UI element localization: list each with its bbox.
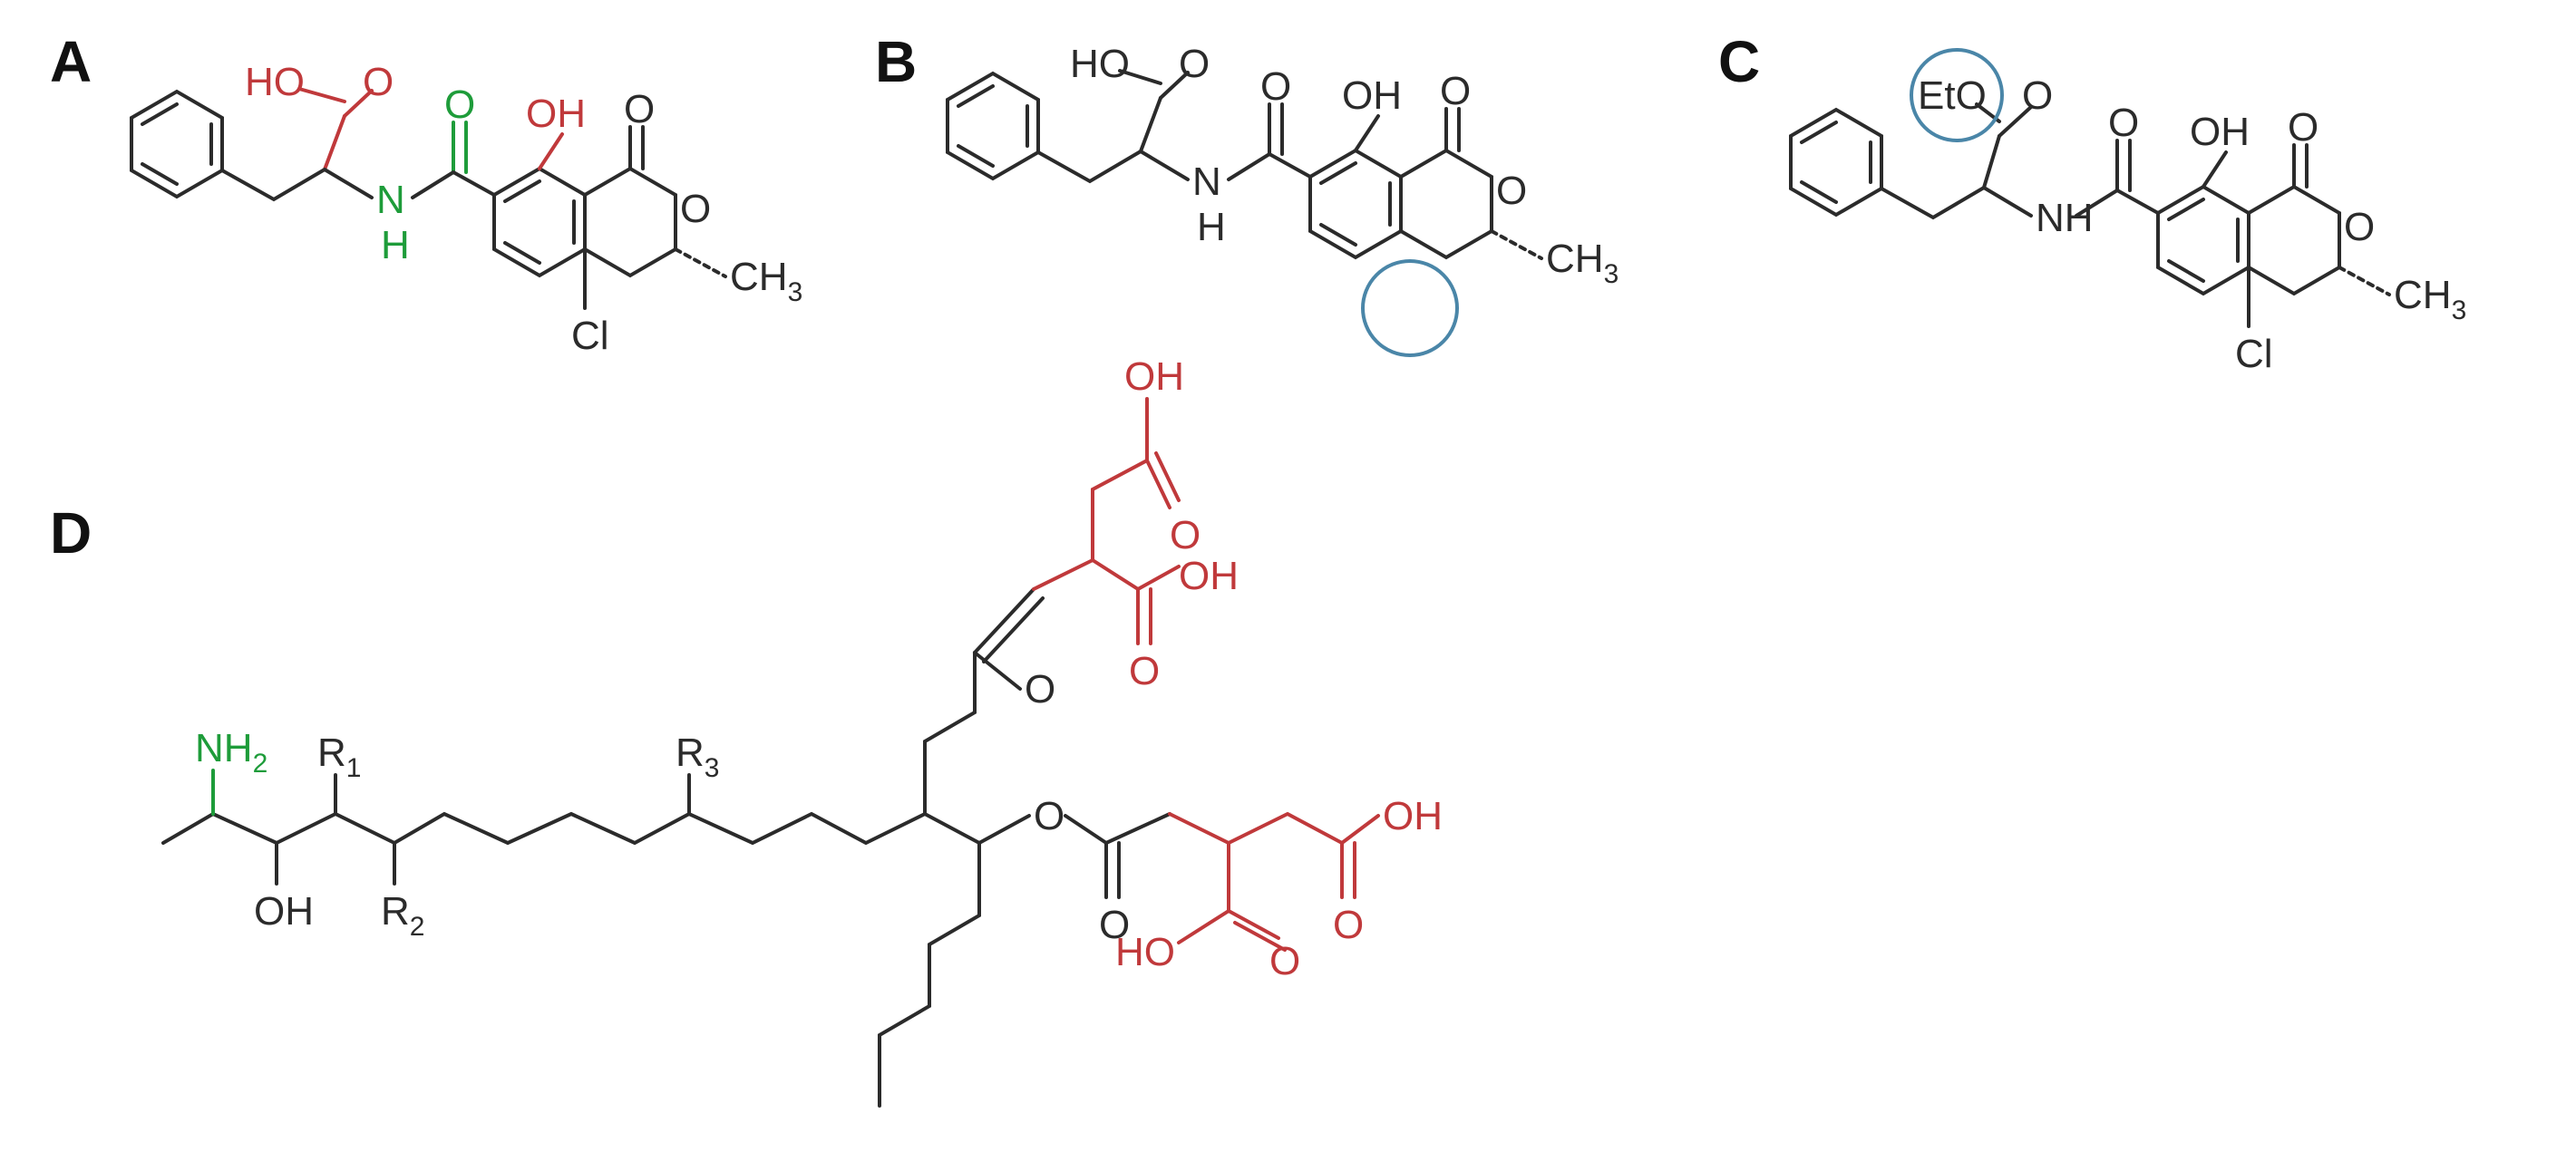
label-oh-right: OH <box>1383 794 1443 838</box>
label-o-acid: O <box>1179 42 1210 86</box>
acid-groups-d <box>1032 397 1380 952</box>
label-o-amide: O <box>2108 101 2139 145</box>
label-eto: EtO <box>1918 73 1987 118</box>
label-o-ester-link: O <box>1034 794 1064 838</box>
label-o-lactone: O <box>624 87 655 131</box>
aromatic-core-b <box>1308 148 1403 260</box>
aromatic-core-c <box>2156 184 2250 296</box>
panel-label-d: D <box>50 500 92 566</box>
label-o-ester: O <box>2022 73 2053 118</box>
atom-labels-a: HO O O OH O O N H CH3 Cl <box>245 60 802 358</box>
label-ho: HO <box>1070 42 1130 86</box>
label-nh-n: N <box>376 178 405 222</box>
label-o-lactone: O <box>2288 105 2318 150</box>
label-nh-h: H <box>1197 205 1226 249</box>
label-o-acid: O <box>363 60 394 104</box>
label-cl: Cl <box>2235 332 2273 376</box>
label-r1: R1 <box>317 731 361 783</box>
aromatic-core-a <box>492 166 587 278</box>
label-o-mid: O <box>1129 649 1160 693</box>
structure-a <box>130 87 727 310</box>
label-oh: OH <box>254 889 314 934</box>
label-ch3: CH3 <box>1546 237 1619 289</box>
label-r3: R3 <box>676 731 719 783</box>
label-cl: Cl <box>571 314 609 358</box>
label-o-lactone: O <box>1440 69 1471 113</box>
label-ho: HO <box>245 60 305 104</box>
label-nh: NH <box>2036 196 2094 240</box>
label-o-ring: O <box>2344 205 2375 249</box>
label-r2: R2 <box>381 889 424 942</box>
label-nh2: NH2 <box>195 726 267 779</box>
label-oh: OH <box>526 92 586 136</box>
label-o-ring: O <box>680 187 711 231</box>
label-oh-mid: OH <box>1179 554 1239 598</box>
phenyl-ring-b <box>946 71 1040 181</box>
label-ho-bottom: HO <box>1115 930 1175 974</box>
benzyl-chain-a <box>220 168 326 202</box>
label-o-amide: O <box>1260 64 1291 109</box>
label-ch3: CH3 <box>730 255 802 307</box>
label-o-amide: O <box>444 82 475 127</box>
label-nh-n: N <box>1192 160 1221 204</box>
panel-label-b: B <box>875 29 917 94</box>
lactone-ring-a <box>583 166 677 278</box>
phenyl-ring-a <box>130 89 224 199</box>
label-o-ring: O <box>1496 169 1527 213</box>
label-oh-top: OH <box>1124 354 1184 399</box>
panel-label-a: A <box>50 29 92 94</box>
label-oh: OH <box>2190 110 2250 154</box>
highlight-ethyl-ester-c <box>1910 48 2004 142</box>
label-o-ester-carbonyl: O <box>1099 903 1130 947</box>
label-o-top: O <box>1170 513 1201 557</box>
label-nh-h: H <box>381 223 410 267</box>
label-o-right: O <box>1333 903 1364 947</box>
main-backbone-d <box>161 811 981 846</box>
atom-labels-d: NH2 R1 R2 R3 OH O O O OH O OH O OH O HO … <box>195 354 1443 983</box>
phenyl-ring-c <box>1789 107 1883 218</box>
highlight-missing-cl-b <box>1361 259 1459 357</box>
panel-label-c: C <box>1718 29 1760 94</box>
structure-b <box>946 69 1543 260</box>
label-o-bottom: O <box>1269 939 1300 983</box>
label-oh: OH <box>1342 73 1402 118</box>
label-ch3: CH3 <box>2394 273 2466 325</box>
structure-c <box>1789 102 2391 328</box>
label-o-ketone: O <box>1025 667 1055 712</box>
atom-labels-c: EtO O O OH O O NH CH3 Cl <box>1918 73 2466 376</box>
structure-d <box>161 587 1171 1108</box>
